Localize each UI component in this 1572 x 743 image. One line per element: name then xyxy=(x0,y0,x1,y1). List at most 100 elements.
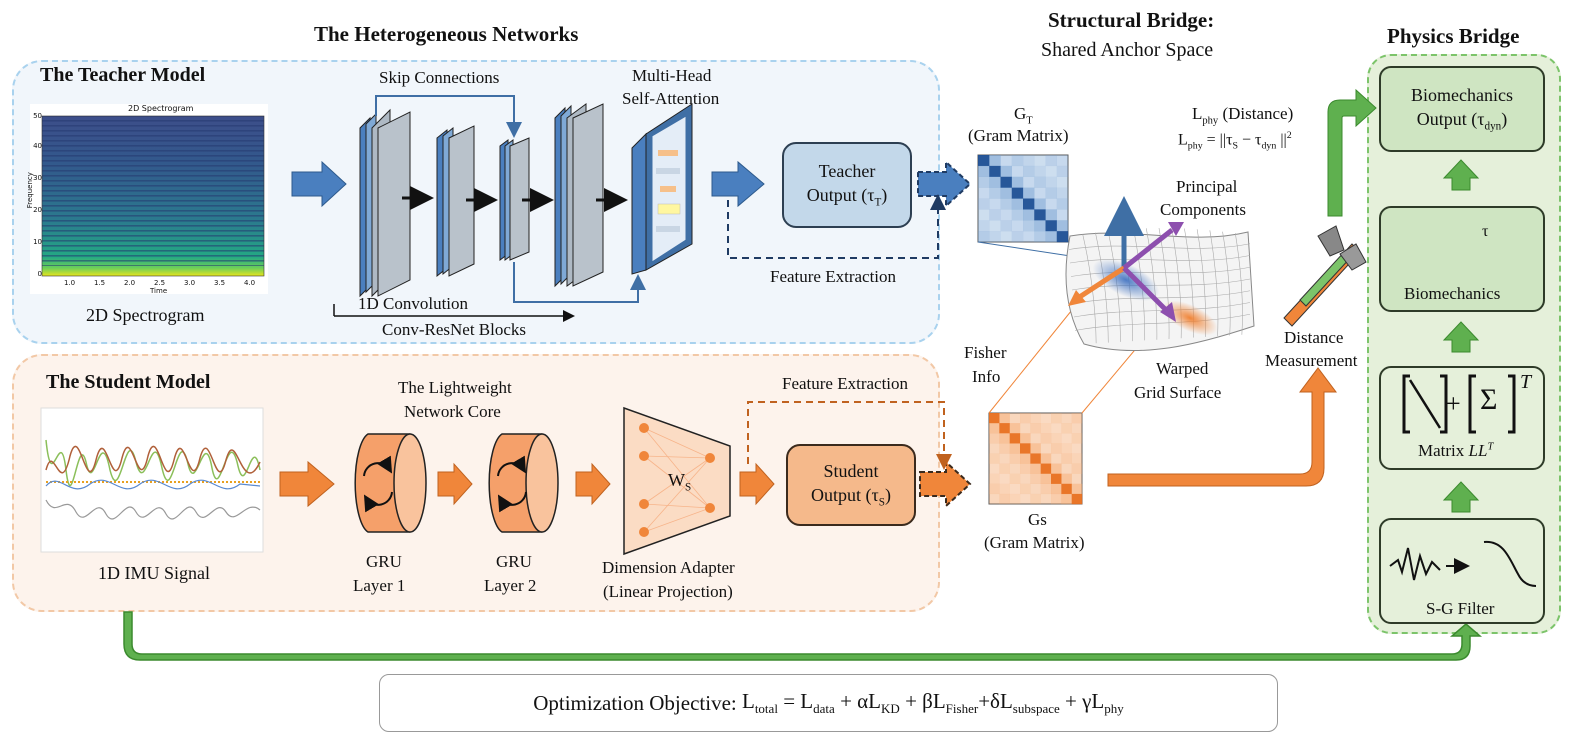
gram-cell xyxy=(1051,423,1062,434)
imu-signal-image xyxy=(40,407,264,553)
conv-block-1 xyxy=(359,108,411,298)
gram-cell xyxy=(1011,155,1024,167)
gram-cell xyxy=(1011,220,1024,232)
gram-cell xyxy=(978,220,990,232)
gram-cell xyxy=(1009,433,1021,444)
gram-cell xyxy=(1061,463,1072,474)
gram-cell xyxy=(1023,220,1035,232)
gram-cell xyxy=(978,198,990,210)
teacher-output-box: Teacher Output (τT) xyxy=(782,142,912,228)
gram-cell xyxy=(1011,165,1024,177)
gram-cell xyxy=(1056,231,1069,243)
gram-cell xyxy=(1061,473,1072,484)
conv-1d-label: 1D Convolution xyxy=(358,294,469,313)
ytick: 20 xyxy=(33,206,42,214)
lightweight-core-label-1: The Lightweight xyxy=(398,378,512,397)
principal-components-label-2: Components xyxy=(1160,200,1246,219)
matrix-plus: + xyxy=(1446,389,1461,418)
gram-cell xyxy=(989,483,1000,495)
gram-cell xyxy=(1051,493,1062,505)
gram-cell xyxy=(1011,209,1024,221)
gru1-label-1: GRU xyxy=(366,552,402,571)
gram-cell xyxy=(989,155,1001,167)
sg-filter-icon xyxy=(1389,540,1537,587)
lphy-distance-label: Lphy (Distance) xyxy=(1192,104,1294,127)
gram-cell xyxy=(1034,165,1046,177)
adapter-symbol: WS xyxy=(668,470,692,494)
gram-cell xyxy=(1061,433,1072,444)
gram-cell xyxy=(1000,198,1012,210)
gram-cell xyxy=(1011,176,1024,188)
attention-block xyxy=(631,103,693,275)
gram-cell xyxy=(1056,155,1069,167)
gram-cell xyxy=(1034,187,1046,199)
gram-cell xyxy=(999,413,1010,424)
gram-cell xyxy=(1020,443,1031,454)
gram-cell xyxy=(1020,413,1031,424)
biomechanics-box xyxy=(1379,206,1545,312)
gram-cell xyxy=(1011,231,1024,243)
gram-cell xyxy=(1056,176,1069,188)
warped-grid-label-2: Grid Surface xyxy=(1134,383,1222,402)
sg-filter-box xyxy=(1379,518,1545,624)
gram-cell xyxy=(1023,165,1035,177)
student-output-label-1: Student xyxy=(823,461,879,482)
gram-cell xyxy=(1045,165,1057,177)
gram-cell xyxy=(1040,443,1052,454)
matrix-label: Matrix LLT xyxy=(1418,441,1494,460)
xtick: 1.5 xyxy=(94,279,106,287)
gram-cell xyxy=(999,453,1010,464)
spectrogram-title: 2D Spectrogram xyxy=(128,104,194,113)
caliper-icon xyxy=(1283,225,1367,327)
gru2-label-2: Layer 2 xyxy=(484,576,537,595)
gram-cell xyxy=(1009,443,1021,454)
gram-cell xyxy=(1030,413,1041,424)
gram-cell xyxy=(1023,155,1035,167)
warped-grid-label-1: Warped xyxy=(1156,359,1209,378)
gram-cell xyxy=(1009,483,1021,495)
gram-cell xyxy=(1051,443,1062,454)
gram-cell xyxy=(989,473,1000,484)
gram-cell xyxy=(999,473,1010,484)
teacher-model-title: The Teacher Model xyxy=(40,64,206,86)
student-output-label-2: Output (τS) xyxy=(811,484,891,509)
gram-cell xyxy=(1040,473,1052,484)
student-model-title: The Student Model xyxy=(46,371,211,393)
xtick: 3.5 xyxy=(214,279,226,287)
matrix-box xyxy=(1379,366,1545,470)
spectrogram-xlabel: Time xyxy=(150,287,168,295)
gram-cell xyxy=(1045,209,1057,221)
gram-cell xyxy=(1040,493,1052,505)
student-gram-matrix xyxy=(988,412,1083,505)
ytick: 40 xyxy=(33,142,42,150)
spectrogram-caption: 2D Spectrogram xyxy=(86,305,205,325)
gram-cell xyxy=(1000,155,1012,167)
gru-layer-2 xyxy=(488,433,559,533)
gram-cell xyxy=(1061,493,1072,505)
gram-cell xyxy=(1020,473,1031,484)
gram-cell xyxy=(1009,413,1021,424)
gram-cell xyxy=(1009,463,1021,474)
gram-cell xyxy=(1000,187,1012,199)
gram-cell xyxy=(1030,493,1041,505)
conv-block-2 xyxy=(436,125,475,278)
gram-cell xyxy=(1061,413,1072,424)
gram-cell xyxy=(1020,463,1031,474)
gram-cell xyxy=(1034,198,1046,210)
lightweight-core-label-2: Network Core xyxy=(404,402,501,421)
gram-cell xyxy=(1061,443,1072,454)
gram-cell xyxy=(1023,176,1035,188)
gram-cell xyxy=(989,165,1001,177)
gram-cell xyxy=(999,423,1010,434)
gram-cell xyxy=(1071,413,1083,424)
gru2-label-1: GRU xyxy=(496,552,532,571)
gram-cell xyxy=(1045,220,1057,232)
ytick: 30 xyxy=(33,174,42,182)
gs-caption: (Gram Matrix) xyxy=(984,533,1085,552)
gram-cell xyxy=(1030,453,1041,464)
gram-cell xyxy=(989,423,1000,434)
gram-cell xyxy=(1071,483,1083,495)
gram-cell xyxy=(1034,176,1046,188)
mhsa-label-1: Multi-Head xyxy=(632,66,712,85)
fisher-info-label-2: Info xyxy=(972,367,1001,386)
